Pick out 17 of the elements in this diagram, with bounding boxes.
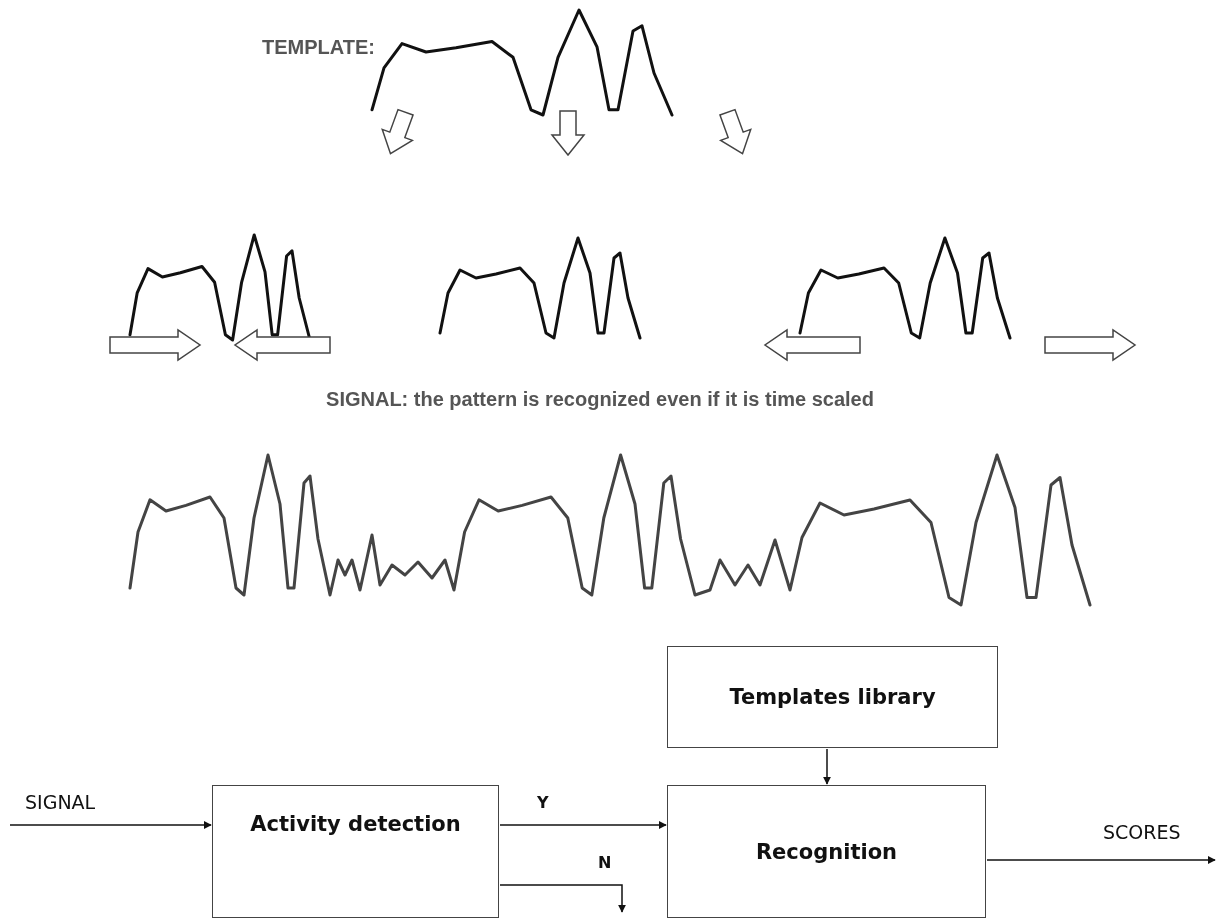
arrow (9, 821, 212, 829)
process-box (667, 646, 998, 748)
arrow (986, 856, 1216, 864)
edge-label: N (598, 853, 612, 872)
process-box (667, 785, 986, 918)
edge-label: Y (537, 793, 549, 812)
arrow (823, 748, 831, 785)
caption-text: SIGNAL: the pattern is recognized even if it is time scaled (326, 388, 874, 411)
arrow (499, 884, 626, 913)
box-label: Recognition (755, 839, 898, 864)
process-box (212, 785, 499, 918)
edge-label: SCORES (1103, 821, 1181, 843)
box-label: Activity detection (250, 812, 461, 836)
diagram-label: TEMPLATE: (262, 36, 375, 59)
box-label: Templates library (729, 685, 936, 709)
arrow (499, 821, 667, 829)
edge-label: SIGNAL (25, 791, 96, 813)
